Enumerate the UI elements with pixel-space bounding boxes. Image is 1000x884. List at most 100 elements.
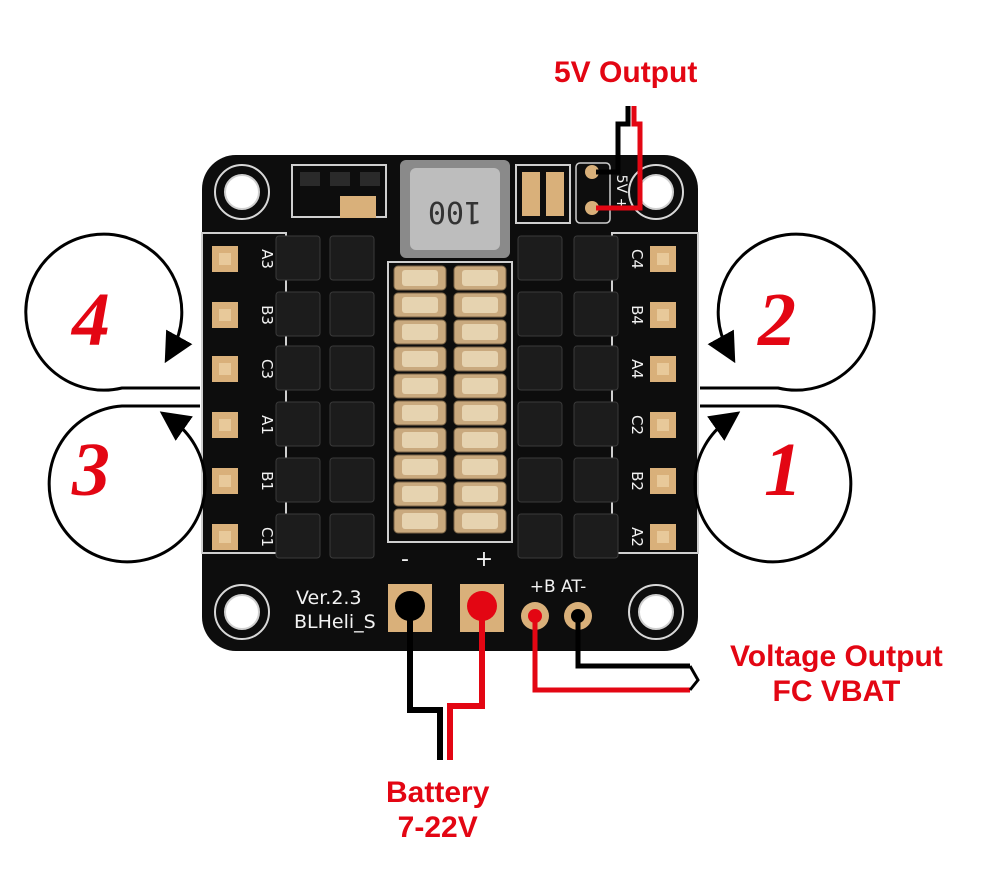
- voltage-output-line1: Voltage Output: [730, 640, 943, 673]
- motor-pad-center: [657, 363, 669, 375]
- mounting-hole: [214, 164, 684, 640]
- version-silk: Ver.2.3: [296, 587, 362, 609]
- capacitor-body: [402, 270, 438, 286]
- pad-label-B4: B4: [628, 305, 646, 325]
- mosfet-chip: [329, 345, 375, 391]
- capacitor-body: [462, 432, 498, 448]
- pad-label-C2: C2: [628, 415, 646, 435]
- mosfet-chip: [517, 291, 563, 337]
- mosfet-chip: [275, 401, 321, 447]
- mosfet-chip: [573, 235, 619, 281]
- capacitor-body: [402, 378, 438, 394]
- capacitor-body: [462, 378, 498, 394]
- battery-line2: 7-22V: [397, 810, 478, 844]
- motor-pad-center: [219, 253, 231, 265]
- motor-pad-center: [219, 309, 231, 321]
- capacitor-body: [462, 324, 498, 340]
- five-v-black-wire: [596, 106, 631, 175]
- inductor-code: 100: [428, 194, 482, 229]
- capacitor-body: [462, 351, 498, 367]
- wires: [407, 106, 700, 760]
- mosfet-grid: [275, 235, 619, 559]
- motor-pad-center: [657, 419, 669, 431]
- motor-pad-center: [657, 309, 669, 321]
- motor-pad-center: [219, 531, 231, 543]
- pad-label-B2: B2: [628, 471, 646, 491]
- mosfet-chip: [329, 291, 375, 337]
- capacitor-body: [402, 486, 438, 502]
- motor-number-4: 4: [72, 278, 110, 362]
- capacitor-body: [462, 459, 498, 475]
- mosfet-chip: [517, 457, 563, 503]
- voltage-output-label: Voltage Output FC VBAT: [730, 640, 943, 709]
- vbat-red-wire: [532, 616, 690, 693]
- battery-red-wire: [447, 606, 485, 760]
- pad-label-A1: A1: [258, 415, 276, 435]
- mosfet-chip: [573, 457, 619, 503]
- mosfet-chip: [275, 235, 321, 281]
- left-pad-outline: [201, 232, 287, 554]
- capacitor-body: [462, 405, 498, 421]
- mosfet-chip: [573, 345, 619, 391]
- mosfet-chip: [275, 513, 321, 559]
- rotation-arrows: [24, 232, 876, 564]
- pad-label-A3: A3: [258, 249, 276, 269]
- pad-label-C3: C3: [258, 359, 276, 379]
- vbat-black-wire: [575, 616, 690, 669]
- five-v-red-wire: [596, 106, 643, 211]
- inductor: 100: [400, 160, 510, 258]
- mosfet-chip: [517, 401, 563, 447]
- mosfet-chip: [573, 291, 619, 337]
- capacitor-body: [462, 513, 498, 529]
- capacitor-body: [402, 432, 438, 448]
- five-v-output-label: 5V Output: [554, 56, 698, 89]
- mosfet-chip: [275, 457, 321, 503]
- capacitor-body: [462, 486, 498, 502]
- firmware-silk: BLHeli_S: [294, 611, 376, 633]
- pad-label-B1: B1: [258, 471, 276, 491]
- capacitor-block-outline: [387, 261, 513, 543]
- capacitor-body: [402, 324, 438, 340]
- battery-label: Battery 7-22V: [386, 776, 489, 845]
- capacitor-columns: [393, 265, 507, 534]
- pad-label-C1: C1: [258, 527, 276, 547]
- mosfet-chip: [329, 457, 375, 503]
- five-v-pads: 5V +: [575, 162, 629, 224]
- capacitor-body: [402, 405, 438, 421]
- mosfet-chip: [573, 401, 619, 447]
- battery-line1: Battery: [386, 776, 490, 809]
- pad-label-A4: A4: [628, 359, 646, 379]
- capacitor-body: [462, 270, 498, 286]
- capacitor-body: [402, 459, 438, 475]
- pad-label-B3: B3: [258, 305, 276, 325]
- motor-1-arrow: [693, 404, 853, 564]
- mosfet-chip: [329, 513, 375, 559]
- right-pad-outline: [611, 232, 699, 554]
- capacitor-body: [402, 513, 438, 529]
- capacitor-body: [402, 297, 438, 313]
- mosfet-chip: [329, 235, 375, 281]
- voltage-output-line2: FC VBAT: [772, 674, 901, 708]
- mosfet-chip: [517, 345, 563, 391]
- vbat-wire-end: [688, 665, 700, 691]
- mosfet-chip: [517, 513, 563, 559]
- motor-number-3: 3: [72, 428, 110, 512]
- motor-pad-center: [219, 475, 231, 487]
- battery-black-wire: [407, 606, 443, 760]
- motor-pad-center: [219, 419, 231, 431]
- five-v-pad-label: 5V +: [613, 175, 629, 210]
- pad-label-A2: A2: [628, 527, 646, 547]
- motor-3-arrow: [47, 404, 207, 564]
- motor-pad-center: [657, 531, 669, 543]
- motor-number-1: 1: [764, 428, 802, 512]
- motor-pad-center: [657, 253, 669, 265]
- mosfet-chip: [275, 291, 321, 337]
- capacitor-body: [402, 351, 438, 367]
- capacitor-body: [462, 297, 498, 313]
- motor-pad-center: [657, 475, 669, 487]
- mosfet-chip: [517, 235, 563, 281]
